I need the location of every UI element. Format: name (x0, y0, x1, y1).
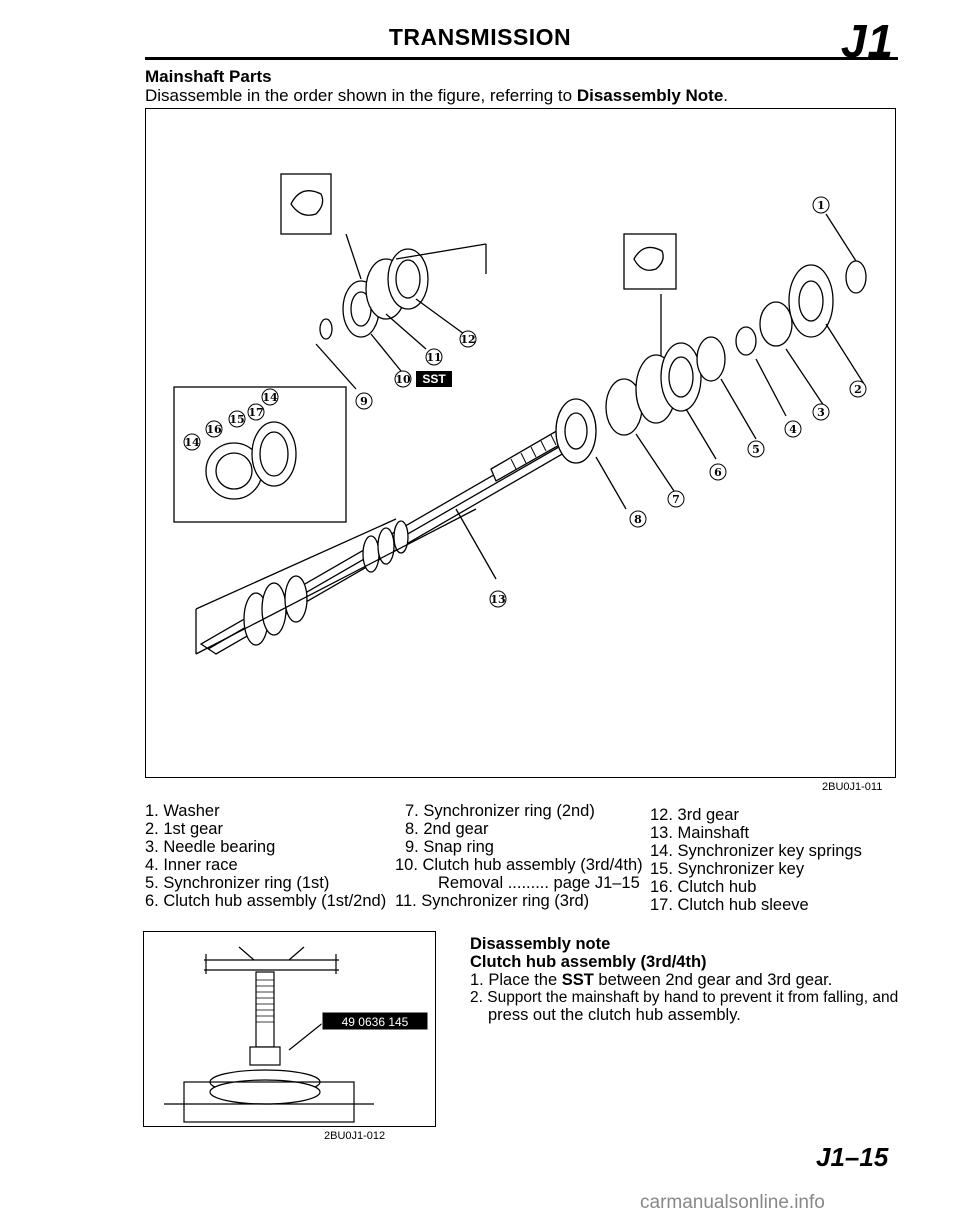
intro-prefix: Disassemble in the order shown in the fi… (145, 86, 577, 105)
legend-item: 6. Clutch hub assembly (1st/2nd) (145, 892, 387, 910)
intro-text: Disassemble in the order shown in the fi… (145, 86, 728, 106)
note-step-2-line-1: 2. Support the mainshaft by hand to prev… (470, 989, 899, 1006)
sst-tag: SST (422, 372, 446, 386)
legend-item: 15. Synchronizer key (650, 860, 805, 878)
legend-item: 11. Synchronizer ring (3rd) (395, 892, 590, 910)
legend-item: 17. Clutch hub sleeve (650, 896, 809, 914)
callout-14-left: 14 (184, 436, 200, 449)
legend-item: 5. Synchronizer ring (1st) (145, 874, 330, 892)
figure1-reference: 2BU0J1-011 (822, 781, 883, 793)
callout-13: 13 (490, 593, 505, 606)
legend-item: 7. Synchronizer ring (2nd) (405, 802, 595, 820)
callout-4: 4 (789, 423, 797, 436)
watermark: carmanualsonline.info (640, 1192, 825, 1213)
callout-16: 16 (206, 423, 222, 436)
legend-item: 13. Mainshaft (650, 824, 750, 842)
callout-12: 12 (460, 333, 475, 346)
legend-item: 3. Needle bearing (145, 838, 276, 856)
callout-9: 9 (360, 395, 368, 408)
exploded-view-figure: 1 2 3 4 5 6 7 8 9 10 11 12 13 1 (145, 108, 896, 778)
note-step-1: 1. Place the SST between 2nd gear and 3r… (470, 971, 832, 989)
legend-item: 10. Clutch hub assembly (3rd/4th) (395, 856, 643, 874)
legend-item-removal-ref: Removal ......... page J1–15 (438, 874, 640, 892)
legend-item: 8. 2nd gear (405, 820, 489, 838)
header-rule (145, 57, 898, 60)
note-step-2-line-2: press out the clutch hub assembly. (488, 1006, 741, 1024)
note-step-1-c: between 2nd gear and 3rd gear. (593, 971, 833, 989)
note-subtitle: Clutch hub assembly (3rd/4th) (470, 953, 707, 971)
legend-item: 4. Inner race (145, 856, 238, 874)
legend-item: 16. Clutch hub (650, 878, 757, 896)
press-tool-drawing: 49 0636 145 (164, 946, 429, 1123)
callout-17: 17 (248, 406, 263, 419)
intro-suffix: . (723, 86, 729, 105)
note-title: Disassembly note (470, 935, 611, 953)
note-step-1-sst: SST (561, 971, 594, 989)
tool-label: 49 0636 145 (342, 1015, 409, 1029)
callout-2: 2 (854, 383, 862, 396)
callout-6: 6 (714, 466, 722, 479)
legend-item: 9. Snap ring (405, 838, 494, 856)
press-tool-figure: 49 0636 145 (143, 931, 436, 1127)
page-number: J1–15 (816, 1142, 889, 1172)
callout-15: 15 (229, 413, 244, 426)
figure2-reference: 2BU0J1-012 (324, 1130, 386, 1142)
section-heading: Mainshaft Parts (145, 67, 272, 86)
intro-link-disassembly-note: Disassembly Note (576, 86, 724, 105)
callout-1: 1 (817, 199, 825, 212)
note-step-1-a: 1. Place the (470, 971, 562, 989)
callout-11: 11 (426, 351, 441, 364)
callout-5: 5 (752, 443, 760, 456)
callout-8: 8 (634, 513, 642, 526)
callout-10: 10 (395, 373, 411, 386)
callout-7: 7 (672, 493, 680, 506)
exploded-view-drawing: 1 2 3 4 5 6 7 8 9 10 11 12 13 1 (173, 173, 867, 655)
legend-item: 14. Synchronizer key springs (650, 842, 862, 860)
legend-item: 12. 3rd gear (650, 806, 739, 824)
callout-3: 3 (817, 406, 825, 419)
legend-item: 1. Washer (145, 802, 220, 820)
page-header-title: TRANSMISSION (388, 24, 572, 50)
callout-14-top: 14 (262, 391, 278, 404)
legend-item: 2. 1st gear (145, 820, 223, 838)
